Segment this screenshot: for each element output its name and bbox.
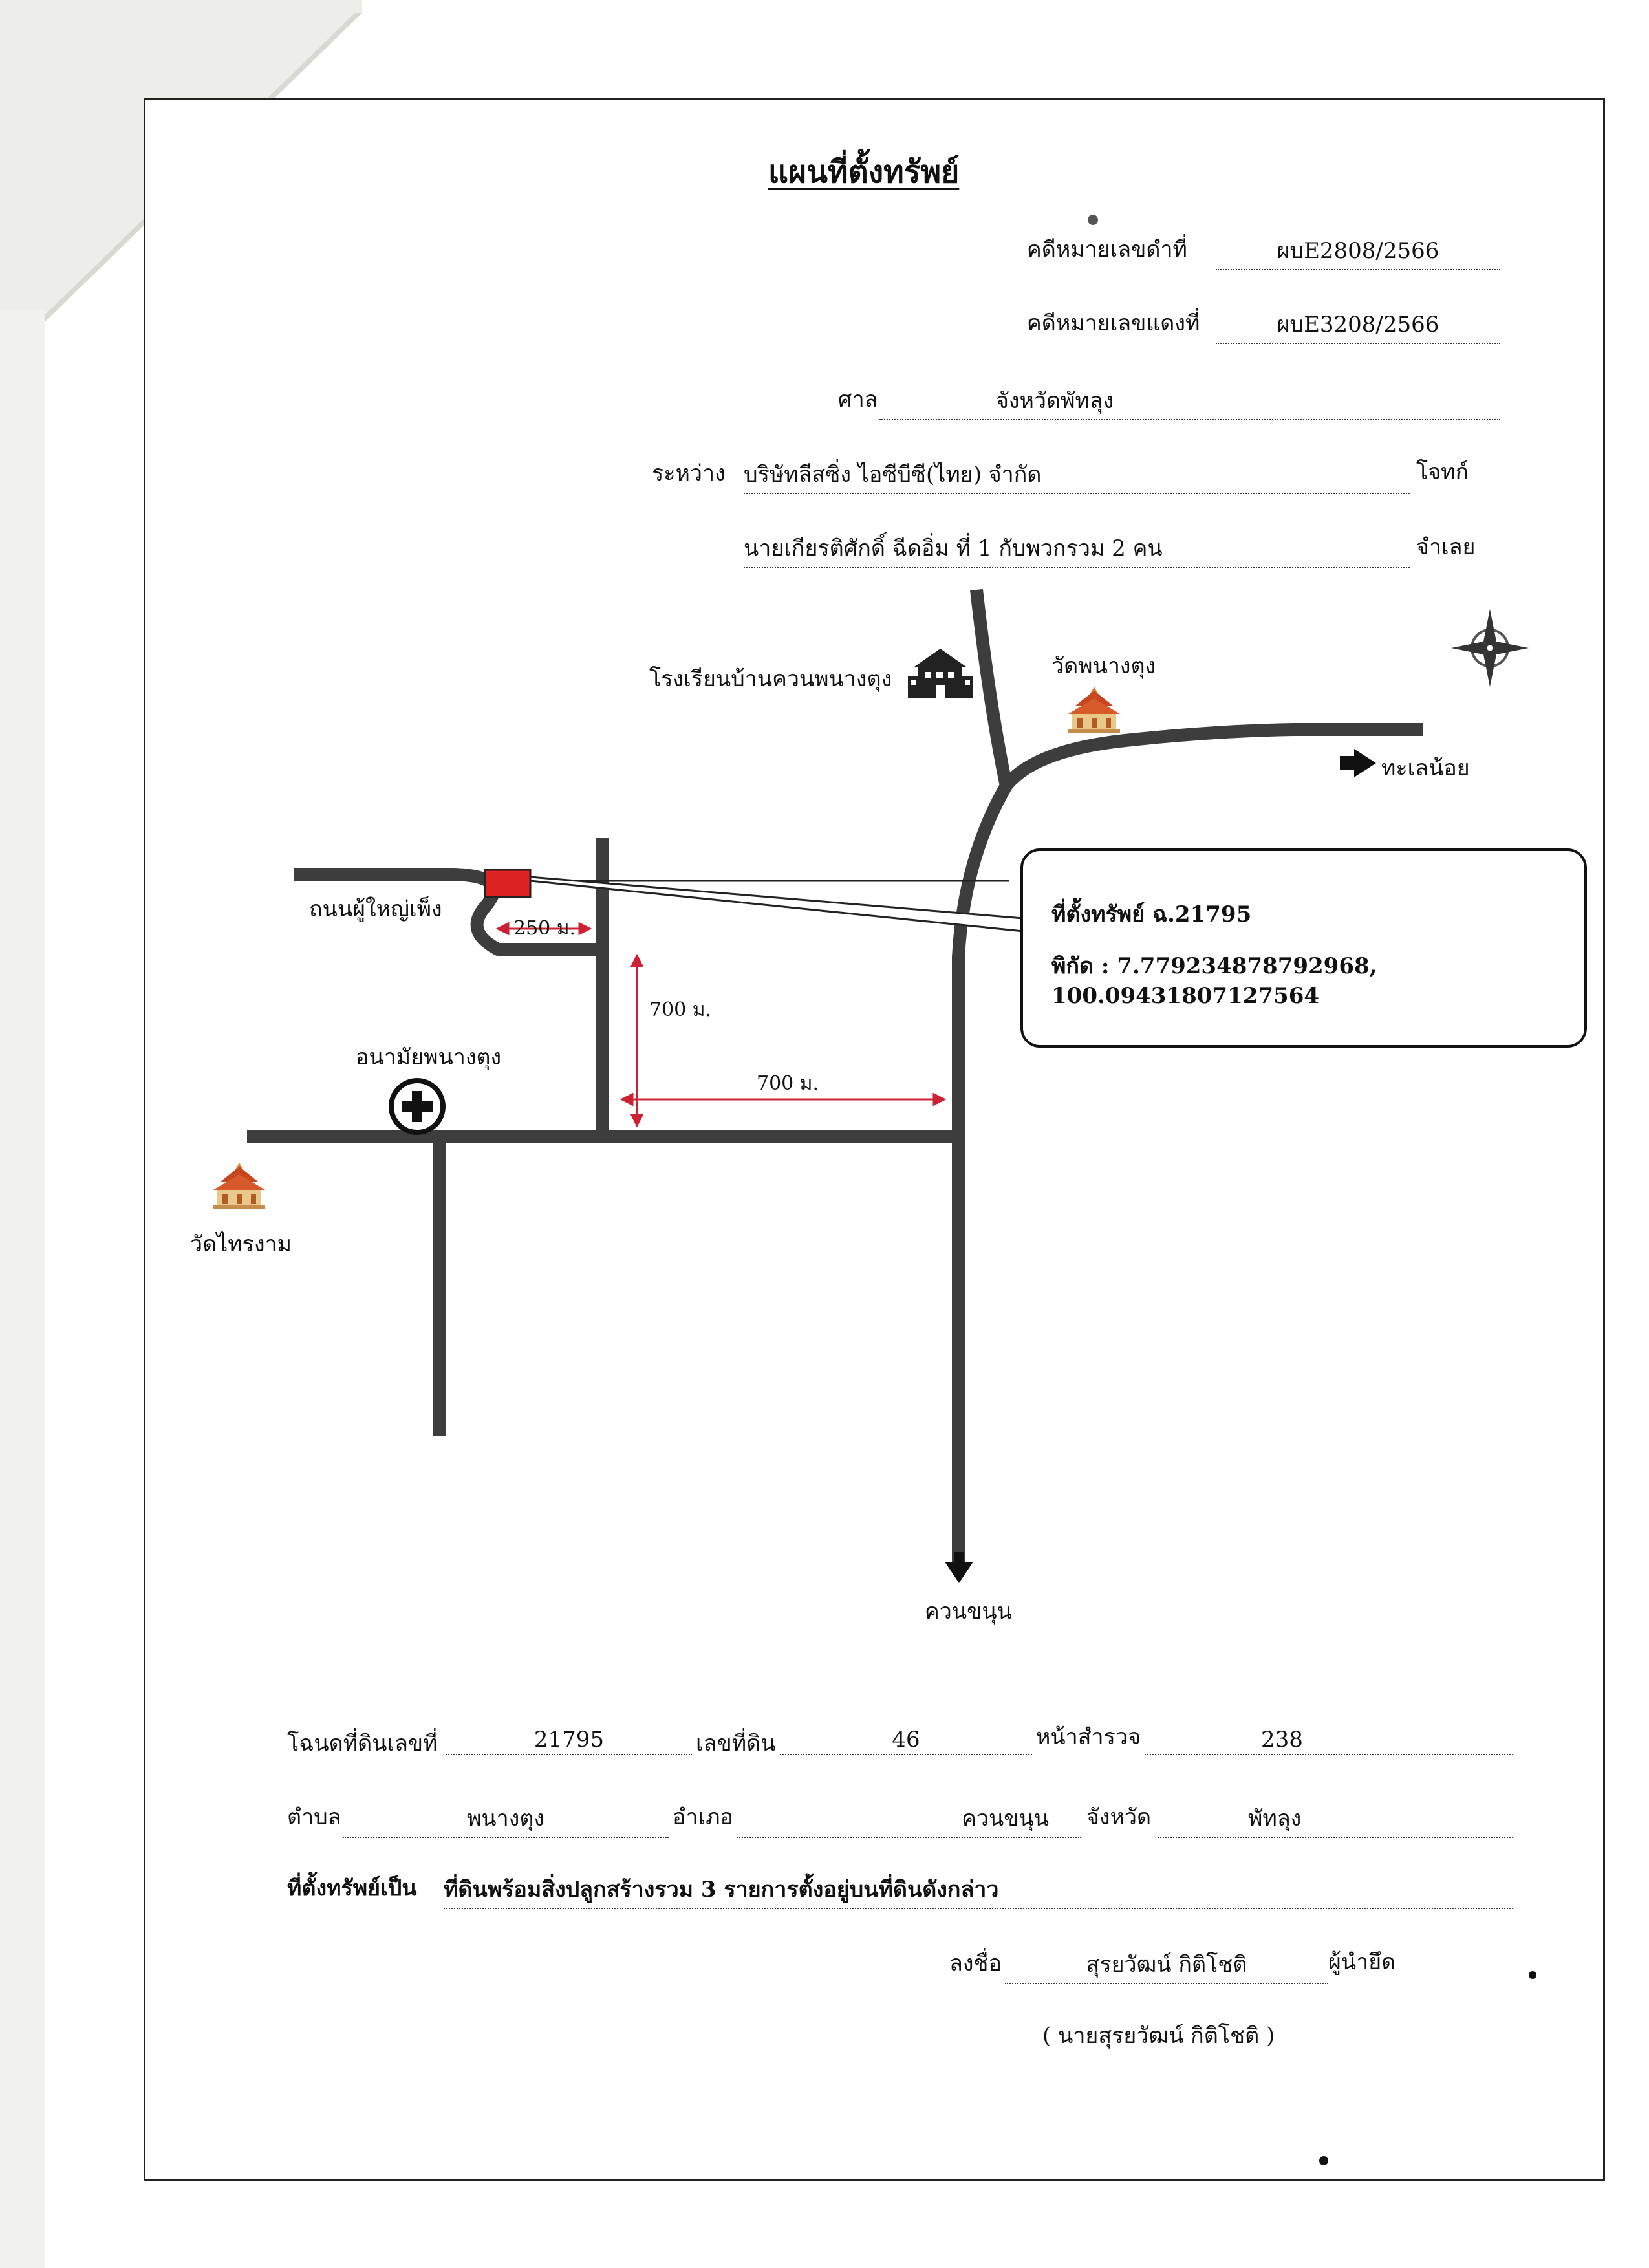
sign-label: ลงชื่อ: [949, 1950, 1002, 1976]
district-label: อำเภอ: [673, 1804, 733, 1830]
temple-icon: [1068, 687, 1120, 733]
between-label: ระหว่าง: [652, 460, 726, 486]
title-deed-label: โฉนดที่ดินเลขที่: [287, 1731, 438, 1756]
health-center-icon: [389, 1078, 446, 1135]
direction-south-label: ควนขนุน: [925, 1599, 1012, 1625]
dimension-lines: [495, 922, 947, 1128]
east-arrow: [1340, 749, 1376, 777]
printed-name: ( นายสุรยวัฒน์ กิติโชติ ): [1042, 2023, 1275, 2049]
scan-speck: [1529, 1971, 1536, 1979]
seizer-label: ผู้นำยึด: [1328, 1949, 1396, 1975]
survey-page-value: 238: [1145, 1727, 1513, 1755]
temple-icon: [213, 1163, 265, 1209]
land-no-label: เลขที่ดิน: [696, 1731, 776, 1756]
plaintiff-label: โจทก์: [1416, 459, 1469, 485]
distance-250-label: 250 ม.: [513, 917, 576, 940]
province-label: จังหวัด: [1086, 1804, 1152, 1830]
road-south: [952, 783, 1012, 1562]
subdistrict-label: ตำบล: [287, 1804, 341, 1830]
red-case-label: คดีหมายเลขแดงที่: [1027, 310, 1200, 336]
direction-east-label: ทะเลน้อย: [1381, 755, 1470, 781]
survey-page-label: หน้าสำรวจ: [1036, 1724, 1141, 1750]
document-title: แผนที่ตั้งทรัพย์: [768, 154, 960, 190]
distance-700-horizontal-label: 700 ม.: [757, 1072, 819, 1095]
school-icon: [908, 649, 973, 698]
black-case-label: คดีหมายเลขดำที่: [1027, 237, 1187, 263]
road-north: [970, 589, 1013, 788]
school-label: โรงเรียนบ้านควนพนางตุง: [649, 666, 892, 692]
health-center-label: อนามัยพนางตุง: [356, 1044, 502, 1070]
compass-icon: [1451, 609, 1529, 687]
black-case-value: ผบE2808/2566: [1216, 233, 1500, 270]
land-no-value: 46: [780, 1727, 1032, 1755]
subdistrict-value: พนางตุง: [343, 1800, 669, 1838]
temple-north-label: วัดพนางตุง: [1051, 653, 1156, 679]
road-phuyai-pheng: [294, 868, 601, 956]
court-value: จังหวัดพัทลุง: [879, 383, 1500, 420]
temple-west-label: วัดไทรงาม: [190, 1231, 292, 1257]
district-value: ควนขนุน: [737, 1800, 1081, 1838]
red-case-value: ผบE3208/2566: [1216, 307, 1500, 344]
road-east: [1001, 723, 1423, 790]
scan-left-strip: [0, 310, 45, 2268]
road-label: ถนนผู้ใหญ่เพ็ง: [309, 896, 442, 922]
callout-title: ที่ตั้งทรัพย์ ฉ.21795: [1051, 902, 1252, 927]
property-callout: ที่ตั้งทรัพย์ ฉ.21795 พิกัด : 7.77923487…: [1020, 848, 1587, 1048]
property-type-value: ที่ดินพร้อมสิ่งปลูกสร้างรวม 3 รายการตั้ง…: [444, 1872, 1513, 1909]
property-marker: [484, 869, 532, 898]
court-label: ศาล: [838, 387, 878, 413]
title-deed-value: 21795: [446, 1727, 692, 1755]
scan-speck: [1319, 2156, 1328, 2165]
defendant-value: นายเกียรติศักดิ์ ฉีดอิ่ม ที่ 1 กับพวกรวม…: [744, 530, 1410, 568]
province-value: พัทลุง: [1158, 1800, 1513, 1838]
defendant-label: จำเลย: [1416, 534, 1476, 560]
south-arrow: [945, 1552, 973, 1583]
callout-coordinates: พิกัด : 7.779234878792968, 100.094318071…: [1051, 953, 1377, 1009]
scan-speck: [1088, 215, 1098, 225]
plaintiff-value: บริษัทลีสซิ่ง ไอซีบีซี(ไทย) จำกัด: [744, 457, 1410, 494]
property-type-label: ที่ตั้งทรัพย์เป็น: [287, 1875, 417, 1901]
roads: [247, 589, 1423, 1562]
signer-name: สุรยวัฒน์ กิติโชติ: [1005, 1947, 1328, 1984]
distance-700-vertical-label: 700 ม.: [649, 999, 712, 1021]
